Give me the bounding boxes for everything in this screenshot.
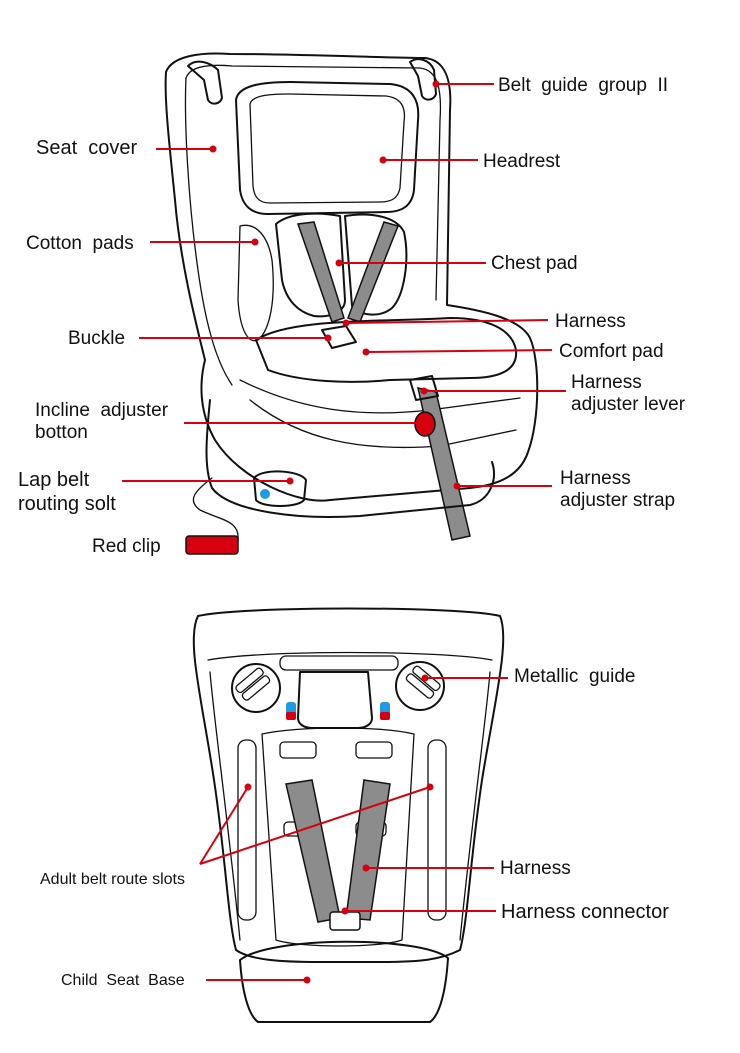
label-cotton-pads: Cotton pads (26, 233, 134, 254)
label-lap-belt-line1: Lap belt (18, 469, 90, 491)
seat-rear-view (192, 607, 505, 1023)
label-child-seat-base: Child Seat Base (61, 972, 185, 989)
seat-side-view (164, 52, 539, 555)
label-metallic-guide: Metallic guide (514, 666, 635, 687)
label-red-clip: Red clip (92, 536, 161, 557)
label-harness-connector: Harness connector (501, 901, 669, 923)
label-harness-adjuster-strap-line1: Harness (560, 468, 631, 489)
label-incline-adjuster-line2: botton (35, 422, 88, 443)
top-labels: Belt guide group II Seat cover Headrest … (18, 75, 686, 557)
label-comfort-pad: Comfort pad (559, 341, 664, 362)
headrest-shape (235, 81, 420, 215)
label-adult-belt-route-slots: Adult belt route slots (40, 871, 185, 888)
label-harness-adjuster-lever-line1: Harness (571, 372, 642, 393)
bottom-leaders (199, 674, 508, 984)
label-harness-adjuster-lever-line2: adjuster lever (571, 394, 686, 415)
label-headrest: Headrest (483, 151, 561, 172)
label-harness-bottom: Harness (500, 858, 571, 879)
label-incline-adjuster-line1: Incline adjuster (35, 400, 169, 421)
label-lap-belt-line2: routing solt (18, 493, 116, 515)
label-seat-cover: Seat cover (36, 137, 138, 159)
label-chest-pad: Chest pad (491, 253, 578, 274)
top-leaders (122, 80, 566, 490)
label-harness-top: Harness (555, 311, 626, 332)
label-harness-adjuster-strap-line2: adjuster strap (560, 490, 675, 511)
label-buckle: Buckle (68, 328, 125, 349)
bottom-labels: Metallic guide Adult belt route slots Ha… (40, 666, 669, 989)
red-clip-shape (185, 535, 239, 555)
label-belt-guide-group-ii: Belt guide group II (498, 75, 668, 96)
